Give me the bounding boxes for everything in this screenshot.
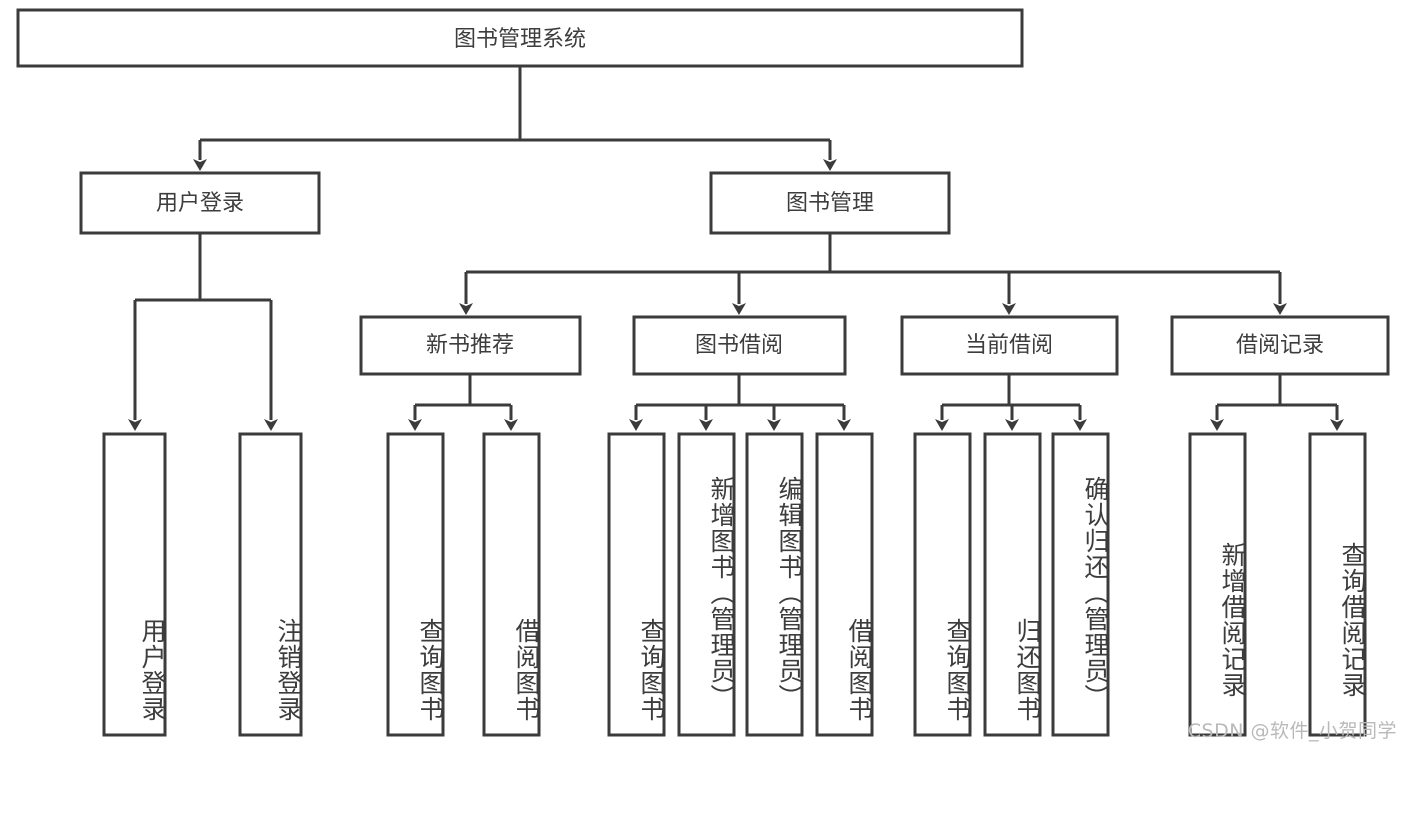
node-new-book-recommend-box[interactable] (359, 315, 582, 376)
node-book-management-label: 图书管理 (786, 191, 874, 216)
leaf-box-query-book-current[interactable] (913, 432, 972, 737)
node-book-management-box[interactable] (709, 171, 951, 235)
leaf-box-borrow-book-recommend[interactable] (482, 432, 541, 737)
flowchart-canvas: 图书管理系统 用户登录 图书管理 新书推荐 图书借阅 当前借阅 借阅记录 (16, 8, 1397, 742)
node-current-borrow[interactable]: 当前借阅 (900, 315, 1119, 376)
leaf-box-borrow-book[interactable] (815, 432, 874, 737)
leaf-box-logout[interactable] (238, 432, 303, 737)
node-user-login-box[interactable] (79, 171, 321, 235)
node-user-login[interactable]: 用户登录 (79, 171, 321, 235)
leaf-box-add-book-admin[interactable] (677, 432, 736, 737)
leaf-box-query-borrow-record[interactable] (1308, 432, 1367, 737)
node-book-management[interactable]: 图书管理 (709, 171, 951, 235)
node-root-system[interactable]: 图书管理系统 (16, 8, 1024, 68)
node-book-borrow-label: 图书借阅 (695, 333, 783, 358)
node-book-borrow-box[interactable] (632, 315, 847, 376)
leaf-box-confirm-return-admin[interactable] (1051, 432, 1110, 737)
node-root-label: 图书管理系统 (454, 27, 586, 52)
node-new-book-recommend-label: 新书推荐 (426, 333, 514, 358)
node-current-borrow-label: 当前借阅 (965, 333, 1053, 358)
leaf-box-return-book[interactable] (983, 432, 1042, 737)
node-borrow-records-box[interactable] (1170, 315, 1390, 376)
node-user-login-label: 用户登录 (156, 191, 244, 216)
leaf-box-query-book-borrow[interactable] (607, 432, 666, 737)
leaf-box-query-book-recommend[interactable] (386, 432, 445, 737)
leaf-box-add-borrow-record[interactable] (1188, 432, 1247, 737)
node-new-book-recommend[interactable]: 新书推荐 (359, 315, 582, 376)
node-borrow-records[interactable]: 借阅记录 (1170, 315, 1390, 376)
node-borrow-records-label: 借阅记录 (1236, 333, 1324, 358)
leaf-box-edit-book-admin[interactable] (745, 432, 804, 737)
node-root-box[interactable] (16, 8, 1024, 68)
leaf-box-user-login[interactable] (102, 432, 167, 737)
connector-group (128, 66, 1344, 431)
leaf-box-group (102, 432, 1367, 737)
node-current-borrow-box[interactable] (900, 315, 1119, 376)
csdn-watermark: CSDN @软件_小贺同学 (1187, 720, 1397, 742)
node-book-borrow[interactable]: 图书借阅 (632, 315, 847, 376)
tree-diagram-svg: 图书管理系统 用户登录 图书管理 新书推荐 图书借阅 当前借阅 借阅记录 (16, 8, 1390, 737)
